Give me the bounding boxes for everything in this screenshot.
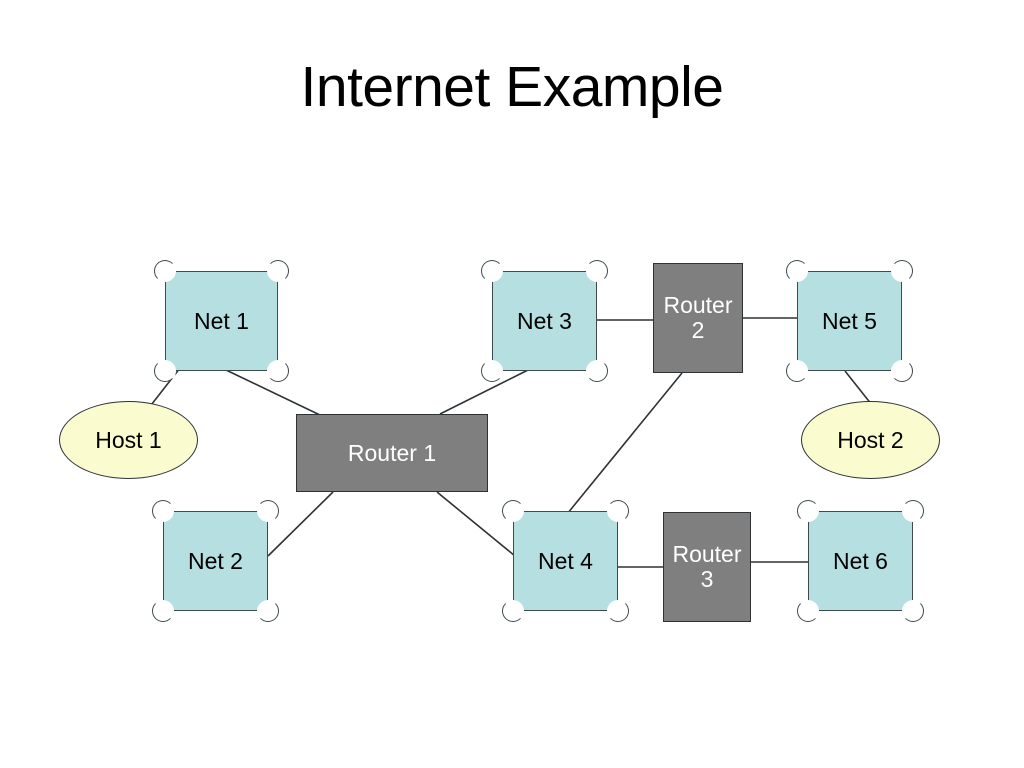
concave-corner-tr <box>257 500 279 522</box>
node-net2[interactable]: Net 2 <box>152 500 279 622</box>
concave-corner-br <box>891 360 913 382</box>
node-router2[interactable]: Router 2 <box>653 263 743 373</box>
concave-corner-tl <box>502 500 524 522</box>
edge-router2-to-net4 <box>562 372 683 520</box>
concave-corner-br <box>586 360 608 382</box>
concave-corner-tr <box>267 260 289 282</box>
concave-corner-bl <box>786 360 808 382</box>
node-net4[interactable]: Net 4 <box>502 500 629 622</box>
node-router3[interactable]: Router 3 <box>663 512 751 622</box>
concave-corner-tr <box>891 260 913 282</box>
edge-net5-to-host2 <box>844 370 873 406</box>
concave-corner-tl <box>152 500 174 522</box>
concave-corner-bl <box>797 600 819 622</box>
concave-corner-bl <box>152 600 174 622</box>
node-label-host1: Host 1 <box>95 426 162 453</box>
concave-corner-tl <box>797 500 819 522</box>
concave-corner-tl <box>786 260 808 282</box>
concave-corner-br <box>267 360 289 382</box>
node-label-router2: Router 2 <box>663 292 733 343</box>
node-label-net4: Net 4 <box>538 547 593 574</box>
concave-corner-tl <box>481 260 503 282</box>
concave-corner-tr <box>586 260 608 282</box>
node-label-net3: Net 3 <box>517 307 572 334</box>
node-label-net2: Net 2 <box>188 547 243 574</box>
node-label-net6: Net 6 <box>833 547 888 574</box>
concave-corner-br <box>607 600 629 622</box>
node-net5[interactable]: Net 5 <box>786 260 913 382</box>
node-host2[interactable]: Host 2 <box>801 401 940 479</box>
node-net1[interactable]: Net 1 <box>154 260 289 382</box>
concave-corner-br <box>902 600 924 622</box>
page-title: Internet Example <box>300 55 724 119</box>
concave-corner-tr <box>902 500 924 522</box>
node-label-net1: Net 1 <box>194 307 249 334</box>
node-net6[interactable]: Net 6 <box>797 500 924 622</box>
node-label-host2: Host 2 <box>837 426 904 453</box>
node-net3[interactable]: Net 3 <box>481 260 608 382</box>
node-label-net5: Net 5 <box>822 307 877 334</box>
concave-corner-br <box>257 600 279 622</box>
concave-corner-bl <box>154 360 176 382</box>
edge-net4-to-router1 <box>436 491 516 557</box>
concave-corner-tr <box>607 500 629 522</box>
node-host1[interactable]: Host 1 <box>59 401 198 479</box>
concave-corner-bl <box>502 600 524 622</box>
node-label-router1: Router 1 <box>347 439 437 466</box>
concave-corner-tl <box>154 260 176 282</box>
node-label-router3: Router 3 <box>672 541 742 592</box>
node-router1[interactable]: Router 1 <box>296 414 488 492</box>
edge-net2-to-router1 <box>267 491 334 557</box>
concave-corner-bl <box>481 360 503 382</box>
